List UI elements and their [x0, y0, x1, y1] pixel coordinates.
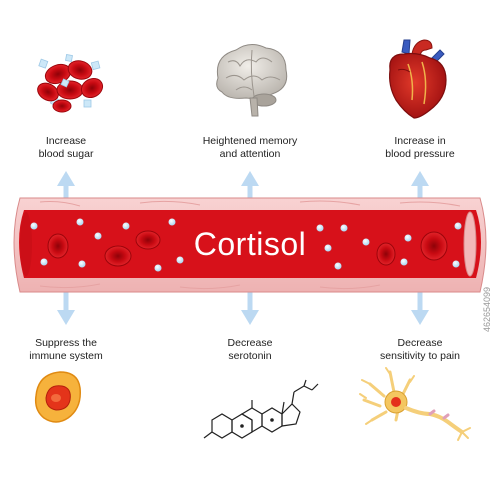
effect-label-line: Decrease	[397, 337, 443, 349]
effect-label-memory: Heightened memory and attention	[180, 135, 320, 161]
effect-label-line: Increase	[45, 135, 87, 147]
blood-lumen	[19, 210, 481, 278]
effect-label-serotonin: Decrease serotonin	[180, 337, 320, 363]
neuron-icon	[359, 367, 471, 441]
effect-label-line: Increase in	[394, 135, 446, 147]
effect-label-line: sensitivity to pain	[380, 350, 460, 362]
effect-label-blood-pressure: Increase in blood pressure	[350, 135, 490, 161]
effect-label-blood-sugar: Increase blood sugar	[0, 135, 136, 161]
steroid-molecule-icon	[203, 379, 319, 439]
stock-image-id: 462654099	[482, 286, 492, 332]
effect-label-line: Suppress the	[35, 337, 97, 349]
heart-icon	[389, 39, 447, 119]
effect-label-line: serotonin	[228, 350, 272, 362]
vessel-glucose-molecules	[30, 218, 462, 272]
effect-label-line: blood pressure	[385, 148, 455, 160]
immune-cell-icon	[34, 371, 81, 423]
effect-label-line: Heightened memory	[202, 135, 298, 147]
effect-label-pain: Decrease sensitivity to pain	[350, 337, 490, 363]
effect-label-line: Decrease	[227, 337, 273, 349]
effect-label-immune: Suppress the immune system	[0, 337, 136, 363]
effect-label-line: immune system	[29, 350, 103, 362]
diagram-title: Cortisol	[193, 226, 307, 262]
red-blood-cells-and-glucose-icon	[37, 54, 104, 113]
vessel-red-blood-cells	[47, 230, 448, 267]
effect-label-line: and attention	[219, 148, 281, 160]
brain-icon	[216, 44, 288, 117]
effect-label-line: blood sugar	[38, 148, 94, 160]
blood-vessel	[13, 197, 487, 293]
